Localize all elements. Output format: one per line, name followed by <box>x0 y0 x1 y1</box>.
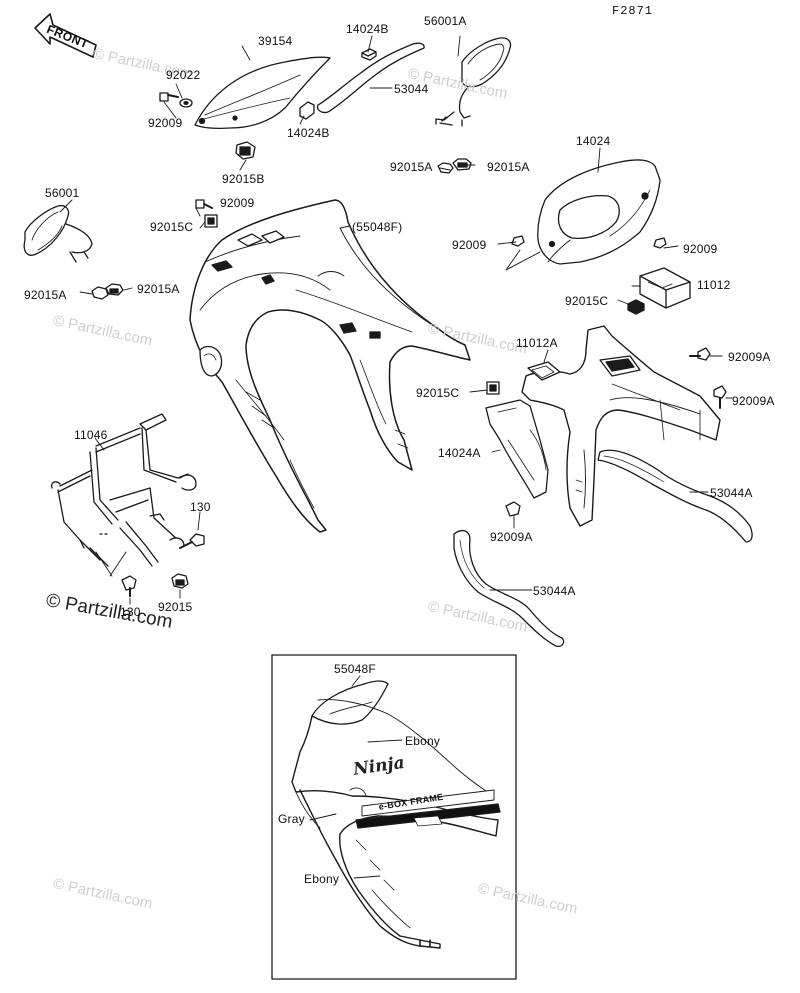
meter-cover-part <box>537 159 661 265</box>
part-label[interactable]: 92009A <box>728 350 771 364</box>
color-label: Gray <box>278 812 305 826</box>
bolt-icon <box>179 533 205 549</box>
bolt-icon <box>653 237 667 249</box>
part-label[interactable]: 92015A <box>487 160 530 174</box>
mirror-left-part <box>23 204 93 263</box>
inset-cowl-drawing <box>291 680 501 949</box>
color-label: Ebony <box>304 872 340 886</box>
upper-cowl-part <box>189 199 471 533</box>
trim-strip-part <box>316 42 425 114</box>
part-label[interactable]: 39154 <box>258 34 293 48</box>
bolt-icon <box>511 235 525 247</box>
part-label[interactable]: 14024B <box>346 22 389 36</box>
part-label[interactable]: 92015C <box>150 220 194 234</box>
bolt-icon <box>689 347 711 361</box>
part-label[interactable]: 14024 <box>576 134 611 148</box>
part-label[interactable]: 56001A <box>424 14 467 28</box>
pad-icon <box>299 101 315 120</box>
grommet-icon <box>486 381 500 395</box>
part-label[interactable]: 92022 <box>166 68 201 82</box>
trim-strip-right-part <box>597 449 753 543</box>
color-inset-frame <box>271 654 517 980</box>
front-arrow-icon <box>34 13 97 58</box>
part-label[interactable]: 92015A <box>137 282 180 296</box>
part-label[interactable]: 92009A <box>732 394 775 408</box>
part-label[interactable]: 14024A <box>438 446 481 460</box>
leader-lines <box>59 35 733 879</box>
panel-14024a-part <box>485 399 549 499</box>
washer-icon <box>179 98 193 108</box>
part-label[interactable]: 130 <box>190 500 211 514</box>
part-label[interactable]: 92009 <box>683 242 718 256</box>
part-label[interactable]: (55048F) <box>352 220 403 234</box>
part-label[interactable]: 92015A <box>24 288 67 302</box>
part-label[interactable]: 53044A <box>710 486 753 500</box>
box-11012-part <box>639 267 691 309</box>
bolt-icon <box>505 501 521 517</box>
trim-strip-bottom-part <box>453 529 565 648</box>
part-label[interactable]: 92009 <box>148 116 183 130</box>
grommet-icon <box>204 214 218 228</box>
part-label[interactable]: 56001 <box>45 186 80 200</box>
grommet-icon <box>235 141 256 160</box>
part-label[interactable]: 92015A <box>390 160 433 174</box>
part-label[interactable]: 92009A <box>490 530 533 544</box>
part-label[interactable]: 92015B <box>222 172 265 186</box>
bolt-icon <box>121 575 137 597</box>
color-label: Ebony <box>405 734 441 748</box>
pad-icon <box>361 48 377 61</box>
part-label[interactable]: 130 <box>120 605 141 619</box>
bolt-icon <box>159 92 179 102</box>
nut-icon <box>105 283 124 296</box>
diagram-code: F2871 <box>612 4 654 18</box>
part-label[interactable]: 92009 <box>220 196 255 210</box>
part-label[interactable]: 92009 <box>452 238 487 252</box>
part-label[interactable]: 92015C <box>565 294 609 308</box>
mirror-right-part <box>435 37 512 127</box>
nut-icon <box>91 286 109 300</box>
part-label[interactable]: 11012A <box>516 336 558 350</box>
part-label[interactable]: 92015 <box>158 600 193 614</box>
part-label[interactable]: 11012 <box>697 278 731 292</box>
bolt-icon <box>195 199 213 209</box>
part-label[interactable]: 92015C <box>416 386 460 400</box>
part-label[interactable]: 53044 <box>394 82 429 96</box>
windshield-part <box>194 56 331 130</box>
grommet-icon <box>627 299 645 315</box>
inset-part-label[interactable]: 55048F <box>334 662 376 676</box>
inner-cowl-part <box>521 325 721 527</box>
nut-icon <box>171 573 189 589</box>
nut-icon <box>437 162 454 174</box>
nut-icon <box>452 158 472 171</box>
part-label[interactable]: 53044A <box>533 584 576 598</box>
part-label[interactable]: 11046 <box>74 428 108 442</box>
bolt-icon <box>713 385 727 409</box>
part-label[interactable]: 14024B <box>287 126 330 140</box>
